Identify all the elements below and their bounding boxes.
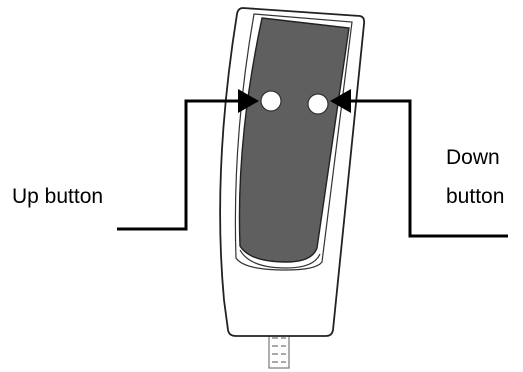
panel-rim <box>239 249 321 269</box>
down-button-label-line2: button <box>446 185 505 208</box>
up-button-arrow <box>117 89 259 231</box>
down-button-label-line1: Down <box>446 146 500 169</box>
up-button-label: Up button <box>12 185 104 208</box>
cable <box>268 331 290 369</box>
down-button-arrow <box>330 89 508 238</box>
up-button[interactable] <box>260 90 282 112</box>
down-button[interactable] <box>307 93 329 115</box>
